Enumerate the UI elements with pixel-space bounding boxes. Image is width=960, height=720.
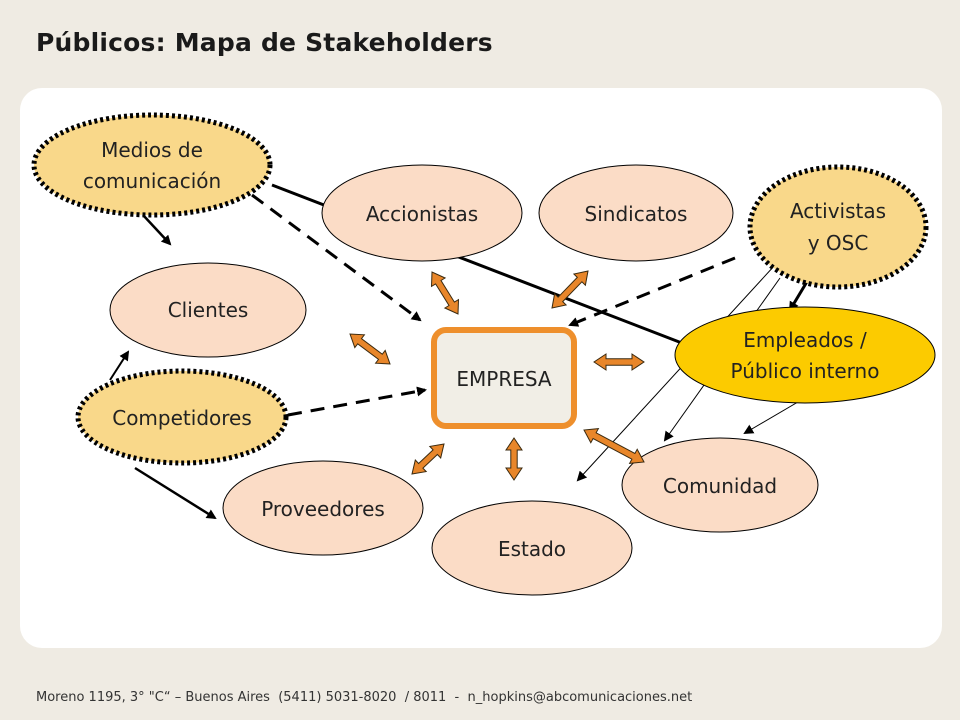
double-arrow-sindicatos [551, 270, 589, 309]
node-estado: Estado [431, 500, 633, 596]
node-empleados-label-line1: Empleados / [743, 328, 867, 352]
double-arrow-accionistas [430, 271, 460, 315]
double-arrow-comunidad [583, 428, 645, 464]
node-sindicatos: Sindicatos [538, 164, 734, 262]
node-proveedores-label: Proveedores [261, 497, 385, 521]
node-empresa: EMPRESA [431, 327, 577, 429]
arrow-competidores-proveedores [134, 466, 217, 520]
node-accionistas: Accionistas [321, 164, 523, 262]
node-clientes-label: Clientes [168, 298, 249, 322]
arrow-activistas-empleados [788, 279, 810, 312]
node-competidores: Competidores [75, 368, 289, 466]
node-sindicatos-label: Sindicatos [585, 202, 688, 226]
dashed-medios-empresa [251, 193, 422, 322]
node-competidores-label: Competidores [112, 406, 252, 430]
node-medios: Medios de comunicación [31, 112, 273, 218]
node-activistas: Activistas y OSC [747, 164, 929, 290]
node-comunidad-label: Comunidad [663, 474, 777, 498]
double-arrow-estado [505, 437, 523, 481]
double-arrow-proveedores [411, 443, 445, 475]
footer-contact: Moreno 1195, 3° "C“ – Buenos Aires (5411… [36, 690, 693, 705]
node-proveedores: Proveedores [222, 460, 424, 556]
dashed-activistas-empresa [568, 256, 736, 327]
arrow-medios-clientes [142, 214, 172, 246]
node-accionistas-label: Accionistas [366, 202, 478, 226]
node-activistas-label-line2: y OSC [808, 231, 869, 255]
node-empresa-label: EMPRESA [456, 367, 552, 391]
double-arrow-clientes [349, 333, 391, 365]
node-empleados-label-line2: Público interno [731, 359, 880, 383]
node-medios-label-line2: comunicación [83, 169, 221, 193]
node-empleados: Empleados / Público interno [674, 306, 936, 404]
node-activistas-label-line1: Activistas [790, 199, 886, 223]
double-arrows [349, 270, 645, 481]
dashed-competidores-empresa [287, 386, 427, 417]
double-arrow-empleados [593, 353, 645, 371]
node-estado-label: Estado [498, 537, 566, 561]
node-medios-label-line1: Medios de [101, 138, 203, 162]
page-title: Públicos: Mapa de Stakeholders [36, 28, 493, 57]
node-comunidad: Comunidad [621, 437, 819, 533]
arrow-competidores-clientes [109, 350, 130, 381]
node-clientes: Clientes [109, 262, 307, 358]
